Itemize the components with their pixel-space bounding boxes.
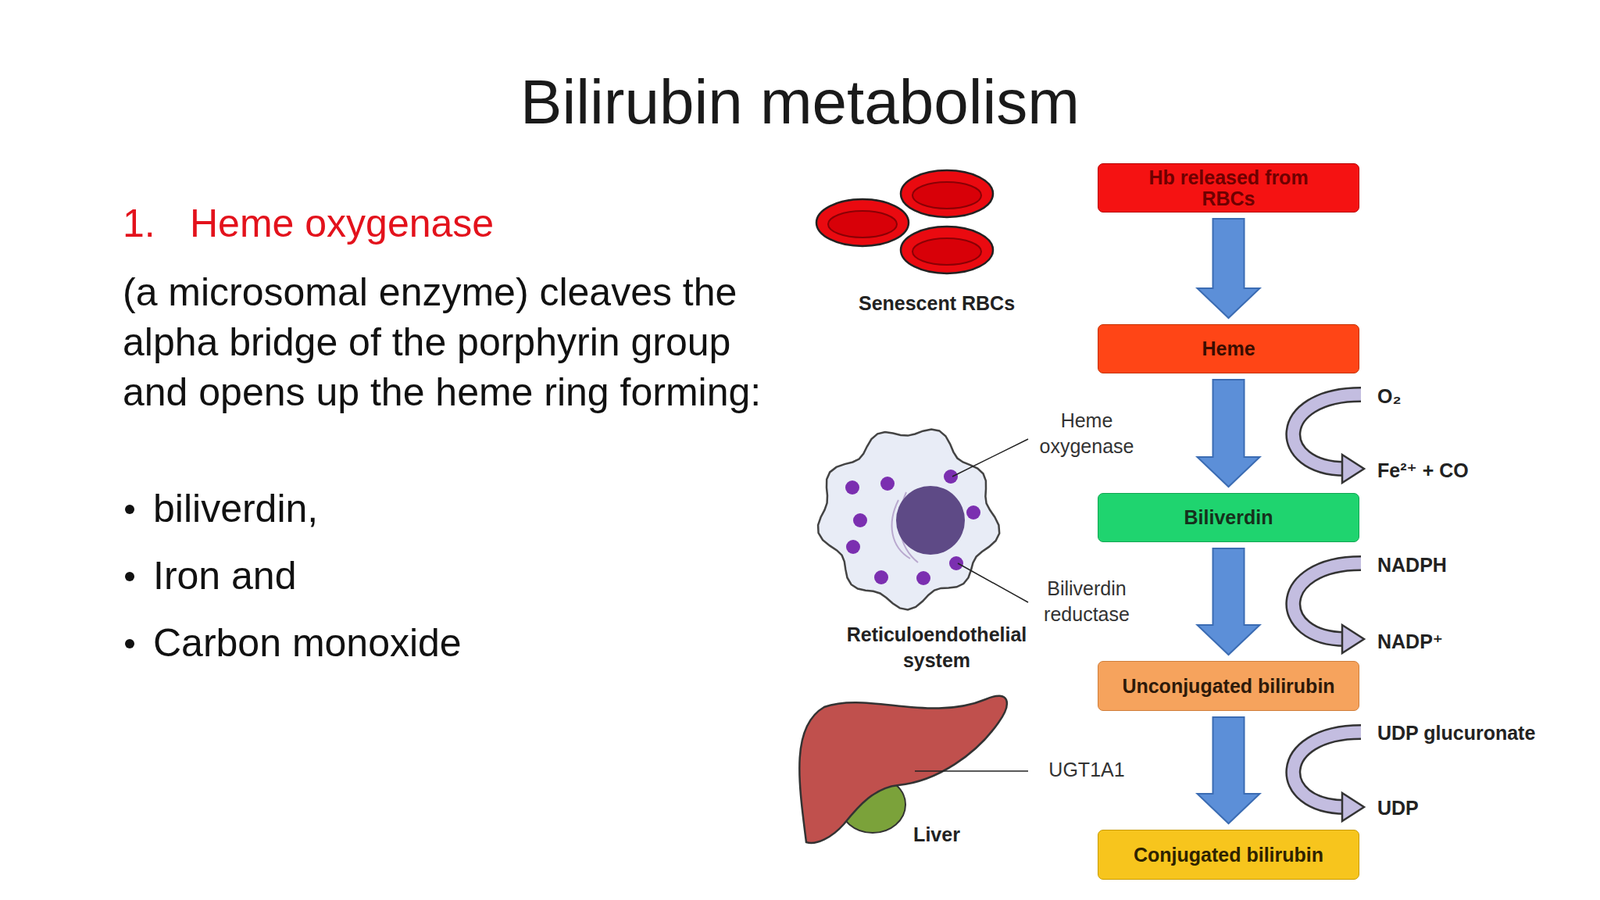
leader-line	[952, 439, 1029, 477]
rbc	[900, 170, 993, 218]
cofactor-label: NADPH	[1377, 553, 1447, 577]
granule	[880, 476, 895, 491]
curved-arrow-outline	[1292, 563, 1361, 640]
rbc-center	[912, 238, 982, 265]
granule	[943, 469, 958, 484]
box-label: Biliverdin	[1184, 507, 1274, 528]
process-box: Heme	[1097, 324, 1360, 374]
curved-arrow	[1292, 394, 1361, 469]
granule	[916, 571, 931, 586]
cofactor-label: O₂	[1377, 385, 1402, 408]
cofactor-label: Fe²⁺ + CO	[1377, 459, 1469, 483]
granule	[846, 539, 861, 554]
curved-arrow-outline	[1292, 732, 1361, 808]
illustration-label: Liver	[913, 823, 961, 847]
nucleus	[896, 485, 965, 555]
granule	[966, 505, 981, 520]
process-box: Unconjugated bilirubin	[1097, 660, 1360, 711]
flow-arrow	[1197, 717, 1261, 824]
list-number: 1.	[122, 201, 156, 247]
process-box: Hb released from RBCs	[1097, 163, 1360, 213]
bullet-dots	[125, 504, 135, 649]
rbc-center	[912, 182, 982, 209]
rbc	[816, 199, 909, 247]
leader-line	[914, 770, 1029, 772]
bullet-dot	[125, 504, 135, 515]
box-label: Hb released from RBCs	[1135, 167, 1323, 209]
curved-arrow-outline	[1292, 394, 1361, 469]
curved-arrows	[1292, 394, 1365, 822]
box-label: Conjugated bilirubin	[1133, 844, 1324, 865]
flow-arrow	[1197, 218, 1261, 318]
red-blood-cells	[816, 170, 993, 274]
flow-arrow	[1197, 548, 1261, 655]
cofactor-label: NADP⁺	[1377, 630, 1443, 654]
flow-arrow	[1197, 379, 1261, 487]
leader-line	[957, 563, 1029, 603]
curved-arrow	[1292, 563, 1361, 640]
liver-organ	[799, 696, 1007, 843]
curved-arrow-head	[1342, 625, 1365, 654]
granule	[949, 556, 964, 571]
box-label: Unconjugated bilirubin	[1121, 675, 1335, 697]
rbc-center	[828, 210, 897, 238]
bullet-dot	[125, 571, 135, 582]
cofactor-label: UDP glucuronate	[1377, 721, 1536, 745]
cofactor-label: UDP	[1377, 796, 1419, 820]
process-box: Biliverdin	[1097, 492, 1360, 543]
enzyme-label: Heme oxygenase	[1024, 407, 1150, 460]
process-box: Conjugated bilirubin	[1097, 829, 1360, 880]
bullet-text: Iron and	[153, 553, 297, 600]
granule	[874, 570, 889, 585]
granule	[853, 513, 868, 528]
leader-lines	[914, 439, 1029, 772]
bullet-text: Carbon monoxide	[153, 621, 462, 667]
cell-membrane	[817, 429, 1000, 611]
granule	[845, 480, 860, 495]
enzyme-label: UGT1A1	[1048, 758, 1125, 782]
bullet-text: biliverdin,	[153, 486, 318, 533]
liver-shape	[799, 696, 1007, 843]
curved-arrow-head	[1342, 792, 1365, 822]
body-text: (a microsomal enzyme) cleaves the alpha …	[122, 267, 795, 418]
rbc	[900, 226, 993, 274]
slide-title: Bilirubin metabolism	[520, 66, 1080, 139]
box-label: Heme	[1201, 338, 1255, 359]
curved-arrow-head	[1342, 454, 1365, 483]
macrophage-cell	[817, 429, 1000, 611]
enzyme-label: Biliverdin reductase	[1024, 575, 1150, 628]
illustration-label: Reticuloendothelial system	[823, 621, 1050, 674]
bullet-dot	[125, 639, 135, 649]
illustration-label: Senescent RBCs	[858, 292, 1015, 315]
section-heading: Heme oxygenase	[189, 201, 494, 247]
curved-arrow	[1292, 732, 1361, 808]
